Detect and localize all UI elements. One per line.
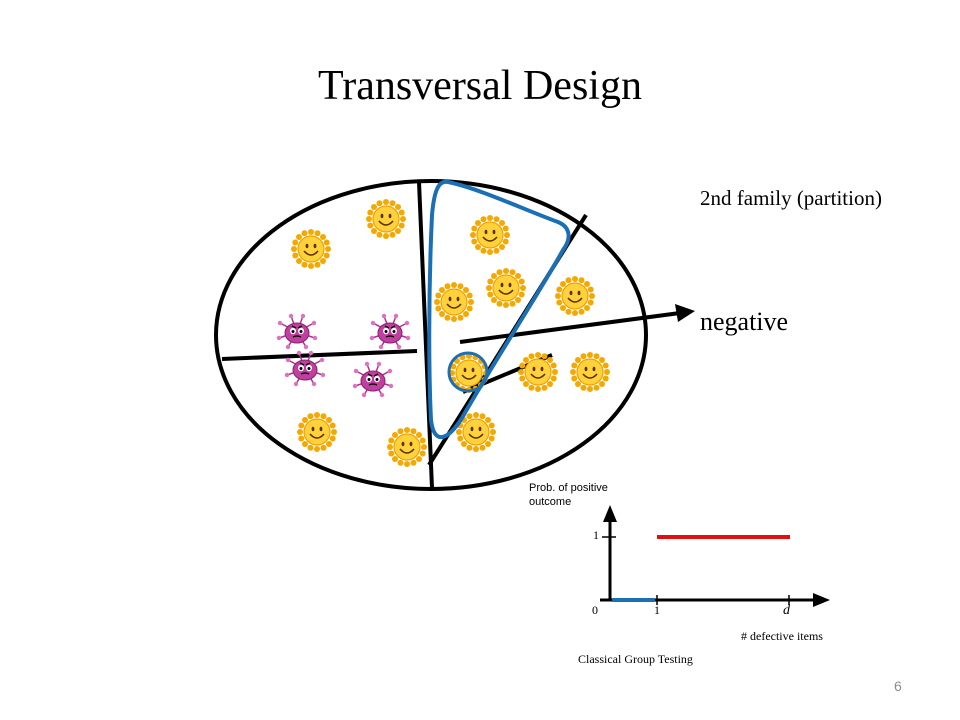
test-pool-outline [427, 179, 571, 440]
defective-item-icon [369, 313, 411, 350]
good-item-icon [296, 411, 338, 453]
slide-title: Transversal Design [318, 63, 642, 109]
good-item-icon [485, 267, 527, 309]
outcome-label: negative [700, 307, 789, 336]
good-item-icon [365, 198, 407, 240]
graph-caption: Classical Group Testing [578, 652, 693, 666]
outcome-arrow [459, 304, 695, 344]
good-item-icon [386, 426, 428, 468]
graph-x-tick-d: d [783, 603, 790, 618]
highlighted-item-circle [447, 351, 489, 393]
page-number: 6 [894, 678, 902, 694]
item-set-ellipse [214, 179, 648, 491]
good-item-icon [290, 228, 332, 270]
good-item-icon [517, 351, 559, 393]
graph-x-tick-1: 1 [654, 603, 660, 617]
good-items [290, 198, 611, 468]
step-graph [600, 505, 830, 607]
good-item-icon [469, 214, 511, 256]
graph-y-axis-label: Prob. of positive outcome [529, 482, 608, 508]
graph-y-tick: 1 [593, 528, 599, 542]
defective-item-icon [352, 361, 394, 398]
good-item-icon [569, 351, 611, 393]
graph-x-axis-label: # defective items [741, 629, 823, 643]
graph-x-tick-0: 0 [592, 603, 598, 617]
good-item-icon [554, 275, 596, 317]
good-item-icon [433, 281, 475, 323]
defective-item-icon [276, 313, 318, 350]
family-label: 2nd family (partition) [700, 186, 882, 210]
